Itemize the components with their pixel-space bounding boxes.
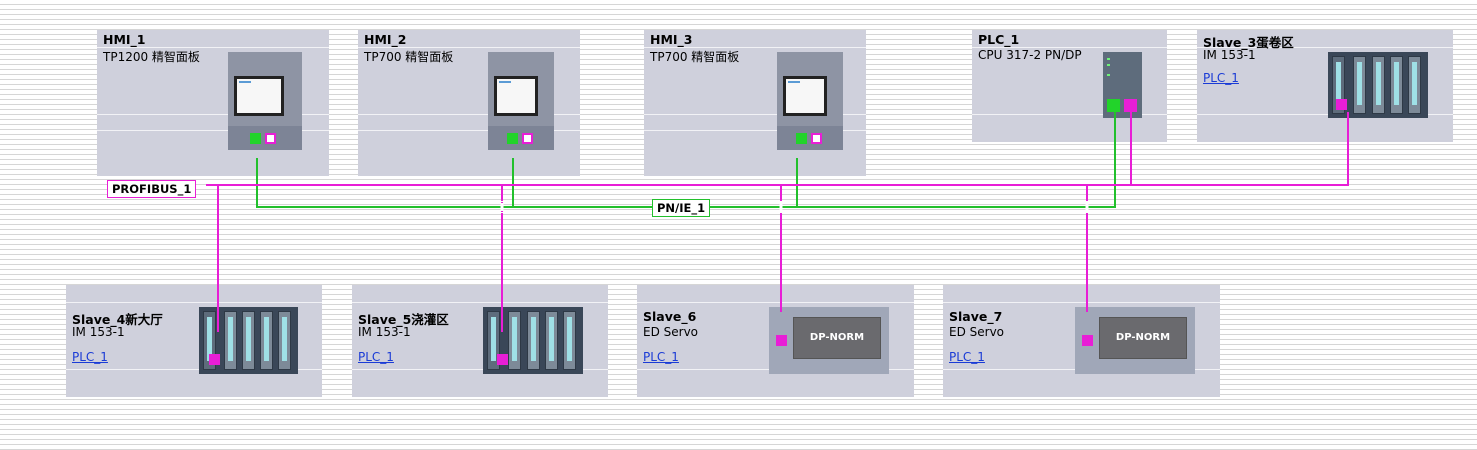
hmi-panel-icon[interactable]	[228, 52, 302, 150]
device-name: PLC_1	[978, 32, 1020, 47]
device-name: Slave_7	[949, 309, 1003, 324]
device-slave-7[interactable]: Slave_7 ED Servo PLC_1 DP-NORM	[943, 285, 1220, 397]
profinet-port-icon[interactable]	[1107, 99, 1120, 112]
profinet-port-icon[interactable]	[250, 133, 261, 144]
device-type: TP1200 精智面板	[103, 50, 200, 64]
device-type: CPU 317-2 PN/DP	[978, 48, 1082, 62]
servo-module-icon[interactable]: DP-NORM	[769, 307, 889, 374]
hmi-panel-icon[interactable]	[777, 52, 843, 150]
profibus-port-icon[interactable]	[776, 335, 787, 346]
profinet-port-icon[interactable]	[507, 133, 518, 144]
device-slave-5[interactable]: Slave_5浇灌区 IM 153-1 PLC_1	[352, 285, 608, 397]
device-slave-4[interactable]: Slave_4新大厅 IM 153-1 PLC_1	[66, 285, 322, 397]
device-name: HMI_1	[103, 32, 146, 47]
dp-norm-label: DP-NORM	[793, 317, 881, 359]
device-slave-3[interactable]: Slave_3蛋卷区 IM 153-1 PLC_1	[1197, 30, 1453, 142]
profibus-port-icon[interactable]	[1124, 99, 1137, 112]
device-type: IM 153-1	[72, 325, 125, 339]
profibus-network-label[interactable]: PROFIBUS_1	[107, 180, 197, 198]
profibus-network-lines[interactable]	[206, 112, 1349, 332]
master-link[interactable]: PLC_1	[949, 350, 985, 364]
master-link[interactable]: PLC_1	[643, 350, 679, 364]
profinet-network-lines[interactable]	[256, 112, 1116, 208]
device-hmi-1[interactable]: HMI_1 TP1200 精智面板	[97, 30, 329, 176]
device-hmi-2[interactable]: HMI_2 TP700 精智面板	[358, 30, 580, 176]
master-link[interactable]: PLC_1	[72, 350, 108, 364]
device-name: Slave_5浇灌区	[358, 312, 449, 327]
profibus-port-icon[interactable]	[497, 354, 508, 365]
io-rack-icon[interactable]	[1328, 52, 1428, 118]
device-hmi-3[interactable]: HMI_3 TP700 精智面板	[644, 30, 866, 176]
device-name: HMI_2	[364, 32, 407, 47]
profinet-port-icon[interactable]	[796, 133, 807, 144]
profibus-port-icon[interactable]	[522, 133, 533, 144]
profibus-port-icon[interactable]	[1336, 99, 1347, 110]
master-link[interactable]: PLC_1	[1203, 71, 1239, 85]
servo-module-icon[interactable]: DP-NORM	[1075, 307, 1195, 374]
device-name: HMI_3	[650, 32, 693, 47]
dp-norm-label: DP-NORM	[1099, 317, 1187, 359]
device-type: ED Servo	[949, 325, 1005, 339]
hmi-panel-icon[interactable]	[488, 52, 554, 150]
profibus-port-icon[interactable]	[209, 354, 220, 365]
device-type: TP700 精智面板	[364, 50, 454, 64]
device-type: ED Servo	[643, 325, 699, 339]
cpu-module-icon[interactable]	[1103, 52, 1142, 118]
device-plc-1[interactable]: PLC_1 CPU 317-2 PN/DP	[972, 30, 1167, 142]
device-name: Slave_3蛋卷区	[1203, 35, 1294, 50]
profinet-network-label[interactable]: PN/IE_1	[652, 199, 711, 217]
io-rack-icon[interactable]	[483, 307, 583, 374]
device-name: Slave_6	[643, 309, 697, 324]
device-type: TP700 精智面板	[650, 50, 740, 64]
profibus-port-icon[interactable]	[265, 133, 276, 144]
device-name: Slave_4新大厅	[72, 312, 163, 327]
profibus-port-icon[interactable]	[1082, 335, 1093, 346]
device-type: IM 153-1	[358, 325, 411, 339]
io-rack-icon[interactable]	[199, 307, 298, 374]
device-type: IM 153-1	[1203, 48, 1256, 62]
master-link[interactable]: PLC_1	[358, 350, 394, 364]
device-slave-6[interactable]: Slave_6 ED Servo PLC_1 DP-NORM	[637, 285, 914, 397]
profibus-port-icon[interactable]	[811, 133, 822, 144]
